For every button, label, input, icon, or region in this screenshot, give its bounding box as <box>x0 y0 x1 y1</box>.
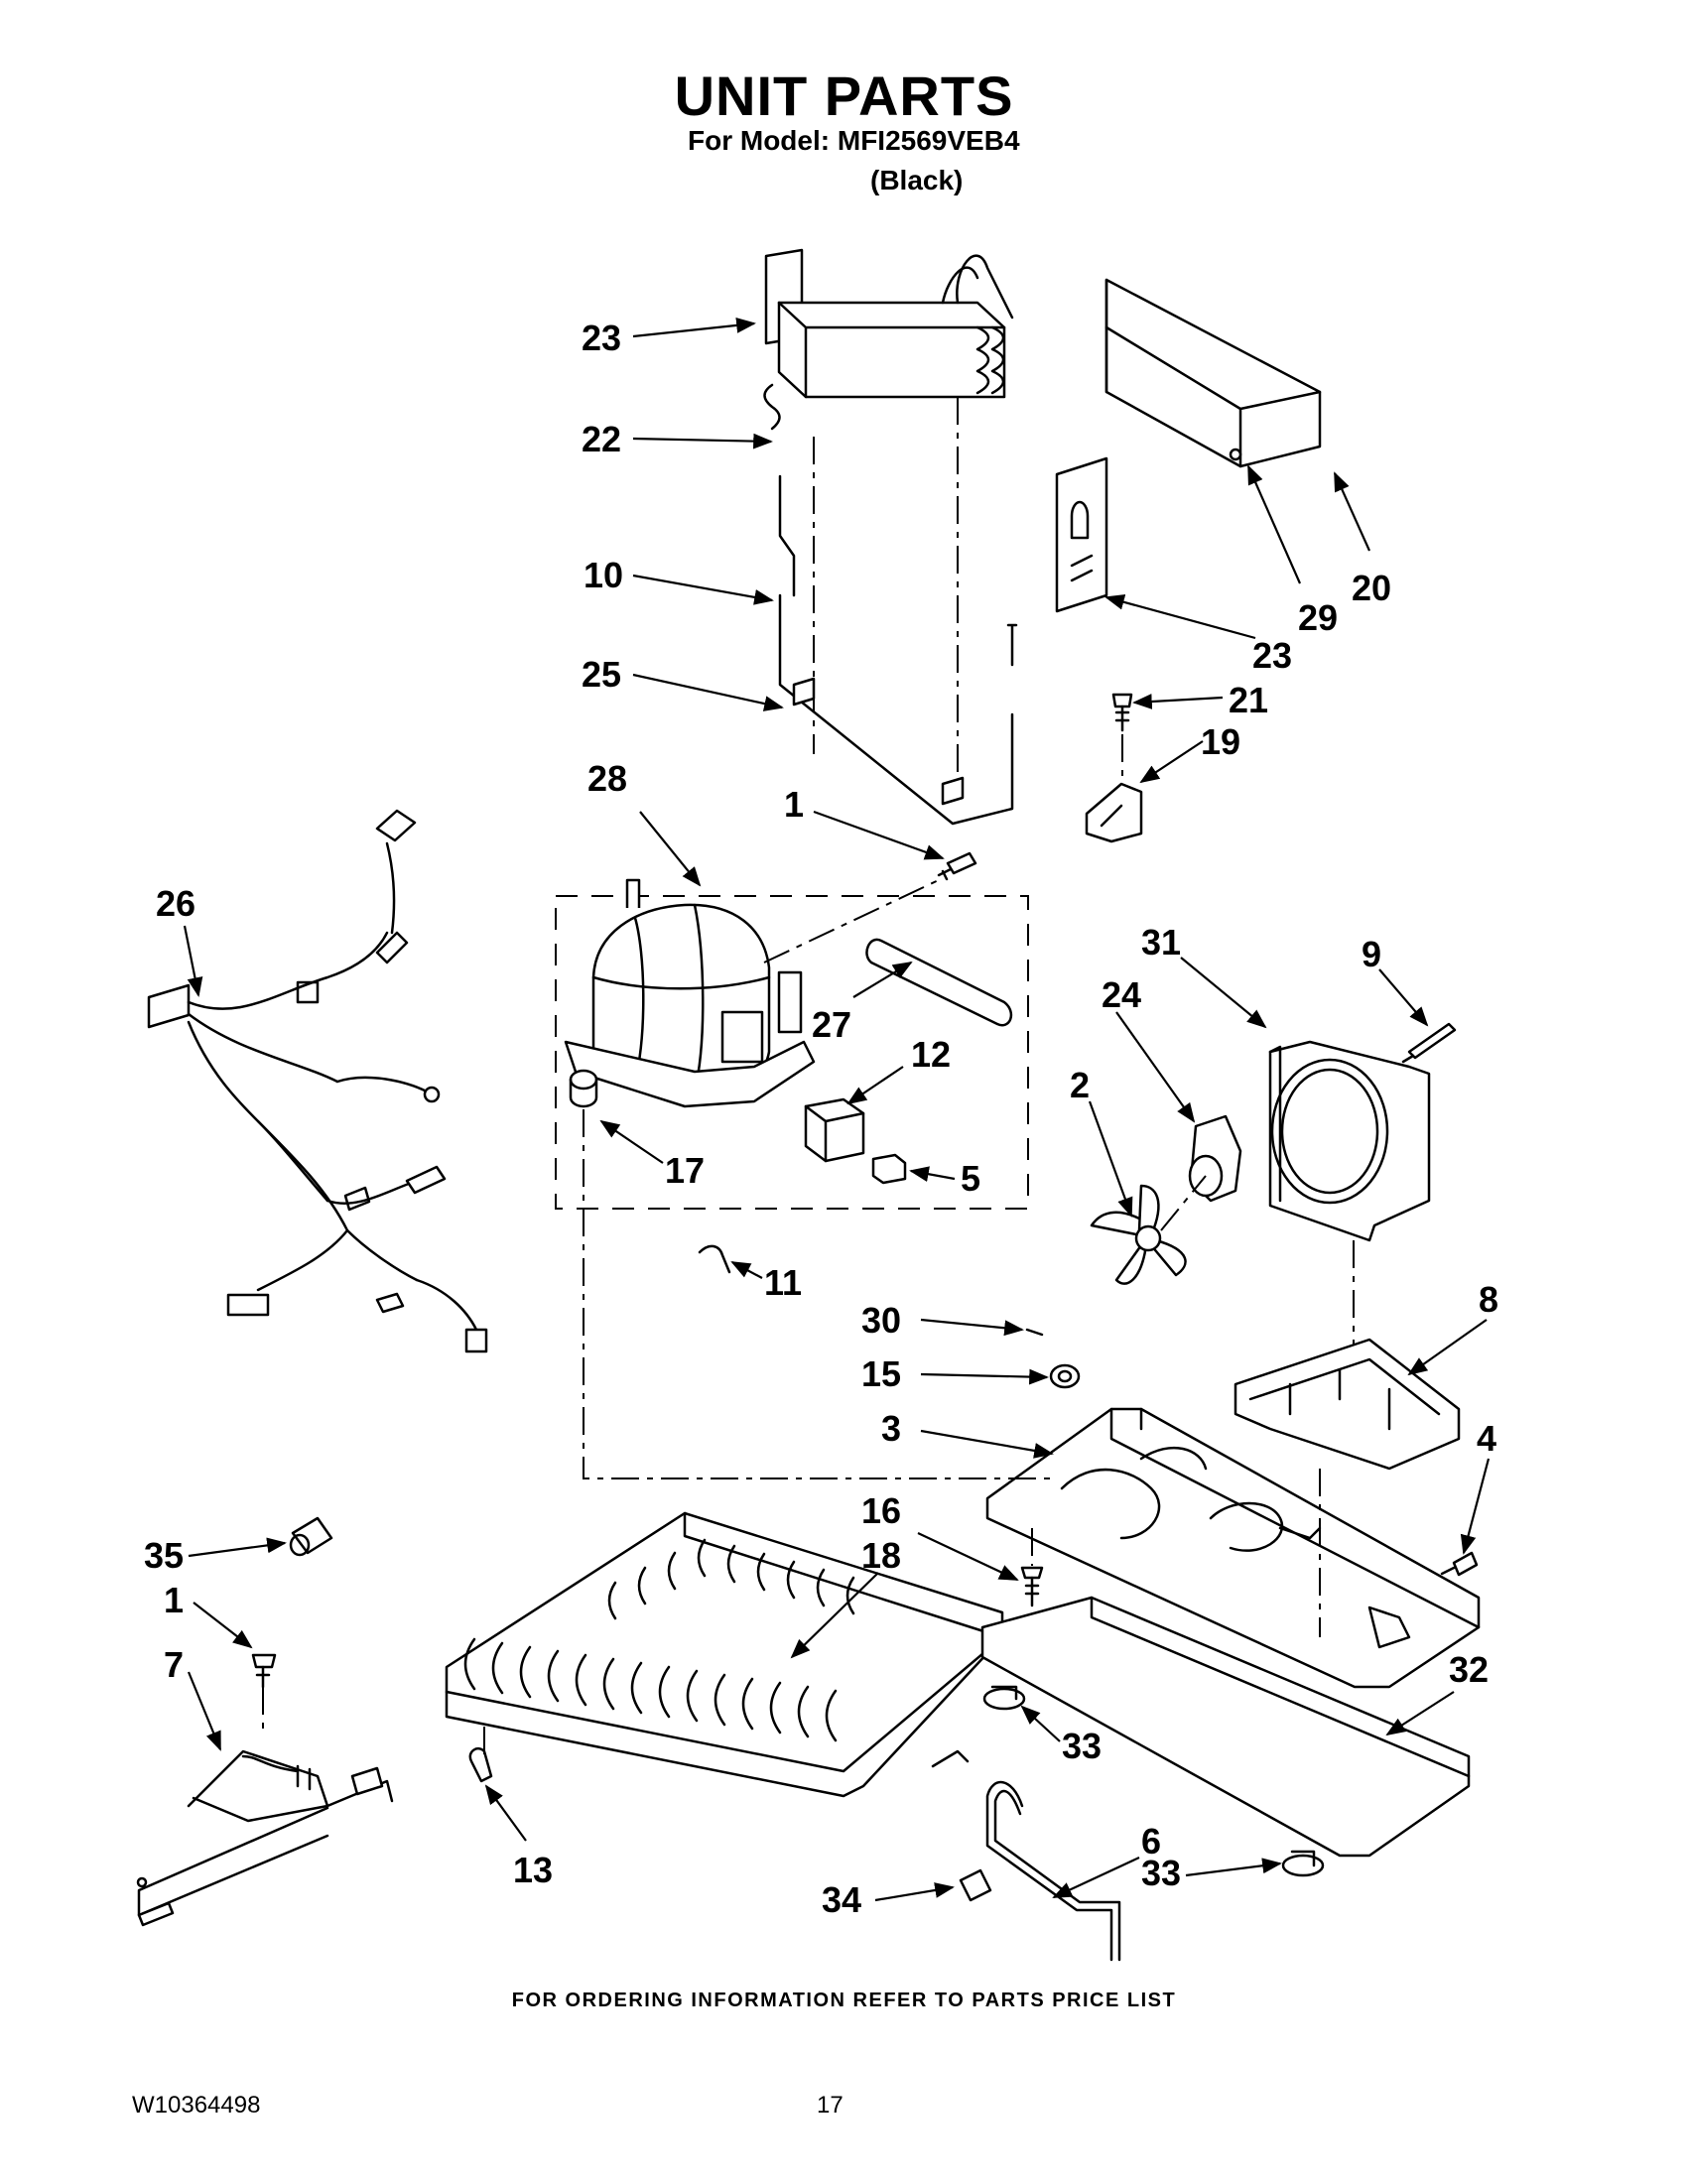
callout-31: 31 <box>1141 922 1181 963</box>
callout-29: 29 <box>1298 597 1338 638</box>
callout-28: 28 <box>587 758 627 799</box>
callout-24: 24 <box>1102 974 1141 1015</box>
callout-35: 35 <box>144 1535 184 1576</box>
page-title: UNIT PARTS <box>674 64 1014 127</box>
fan-blade-2 <box>1090 1184 1187 1285</box>
callout-4: 4 <box>1477 1418 1496 1459</box>
screw-16 <box>1020 1566 1044 1607</box>
callout-15: 15 <box>861 1353 901 1394</box>
callout-11: 11 <box>764 1262 802 1303</box>
grommet-15 <box>1049 1363 1081 1389</box>
leader-lines <box>183 318 1491 1902</box>
callout-25: 25 <box>582 654 621 695</box>
document-number: W10364498 <box>132 2092 261 2119</box>
ferrule-35 <box>289 1516 333 1557</box>
callout-7: 7 <box>164 1644 184 1685</box>
mounting-bracket-19 <box>1085 782 1143 843</box>
callout-23b: 23 <box>1252 635 1292 676</box>
model-color: (Black) <box>870 165 964 195</box>
callout-3: 3 <box>881 1408 901 1449</box>
spacer-34 <box>959 1868 992 1902</box>
compressor-group-box <box>555 895 1029 1210</box>
wiring-harness <box>147 809 488 1353</box>
fan-motor-24 <box>1188 1114 1242 1203</box>
callout-20: 20 <box>1352 568 1391 608</box>
callout-5: 5 <box>961 1158 980 1199</box>
callout-8: 8 <box>1479 1279 1498 1320</box>
callout-2: 2 <box>1070 1065 1090 1105</box>
leveling-foot-33a <box>982 1685 1026 1711</box>
callout-12: 12 <box>911 1034 951 1075</box>
callout-33b: 33 <box>1141 1853 1181 1893</box>
callout-22: 22 <box>582 419 621 459</box>
callout-17: 17 <box>665 1150 705 1191</box>
callout-19: 19 <box>1201 721 1240 762</box>
callout-21: 21 <box>1229 680 1268 720</box>
compressor <box>564 878 816 1108</box>
evaporator-cover <box>1104 278 1322 468</box>
callout-9: 9 <box>1362 934 1381 974</box>
screw-29 <box>1229 448 1242 461</box>
centerline-compressor-base <box>583 1109 1052 1479</box>
pin-30 <box>1025 1328 1044 1337</box>
compressor-base-plate-3 <box>985 1407 1481 1689</box>
evaporator-bracket-right <box>1055 456 1108 613</box>
screw-4 <box>1440 1551 1479 1577</box>
page-number: 17 <box>817 2092 844 2119</box>
filter-drier-27 <box>865 938 1013 1027</box>
clip-13 <box>468 1746 493 1783</box>
overload-cover-5 <box>871 1153 907 1185</box>
callout-1-top: 1 <box>784 784 804 825</box>
callout-16: 16 <box>861 1490 901 1531</box>
start-relay-12 <box>804 1097 865 1163</box>
callout-27: 27 <box>812 1004 851 1045</box>
evaporator-assembly <box>763 248 1014 431</box>
screw-21 <box>1111 693 1133 784</box>
callout-18: 18 <box>861 1535 901 1576</box>
grommet-17 <box>569 1069 598 1108</box>
callout-13: 13 <box>513 1850 553 1890</box>
drain-tube-6 <box>985 1780 1121 1962</box>
compressor-bracket-8 <box>1234 1338 1461 1471</box>
screw-9 <box>1401 1022 1457 1064</box>
wire-harness-7 <box>136 1749 394 1927</box>
ordering-note: FOR ORDERING INFORMATION REFER TO PARTS … <box>511 1990 1177 2011</box>
callout-32: 32 <box>1449 1649 1489 1690</box>
condenser-cover-32 <box>980 1596 1471 1858</box>
screw-1-lower <box>251 1653 277 1689</box>
callout-1-lower: 1 <box>164 1580 184 1620</box>
callout-33a: 33 <box>1062 1726 1102 1766</box>
callout-34: 34 <box>822 1879 861 1920</box>
screw-1-top <box>937 851 977 881</box>
centerline-compressor <box>763 877 944 964</box>
leveling-foot-33b <box>1281 1850 1325 1877</box>
condenser-coil-18 <box>445 1511 1004 1798</box>
callout-10: 10 <box>584 555 623 595</box>
callout-23: 23 <box>582 318 621 358</box>
model-number: For Model: MFI2569VEB4 <box>688 125 1020 156</box>
callout-6: 6 <box>1141 1821 1161 1862</box>
fan-shroud <box>1268 1040 1431 1242</box>
callout-30: 30 <box>861 1300 901 1341</box>
callout-labels: 23 22 10 25 28 1 26 20 29 23 21 19 31 9 … <box>144 318 1498 1920</box>
defrost-heater <box>778 397 1018 826</box>
clip-11 <box>698 1244 731 1274</box>
callout-26: 26 <box>156 883 195 924</box>
centerline-fan <box>1160 1175 1207 1231</box>
